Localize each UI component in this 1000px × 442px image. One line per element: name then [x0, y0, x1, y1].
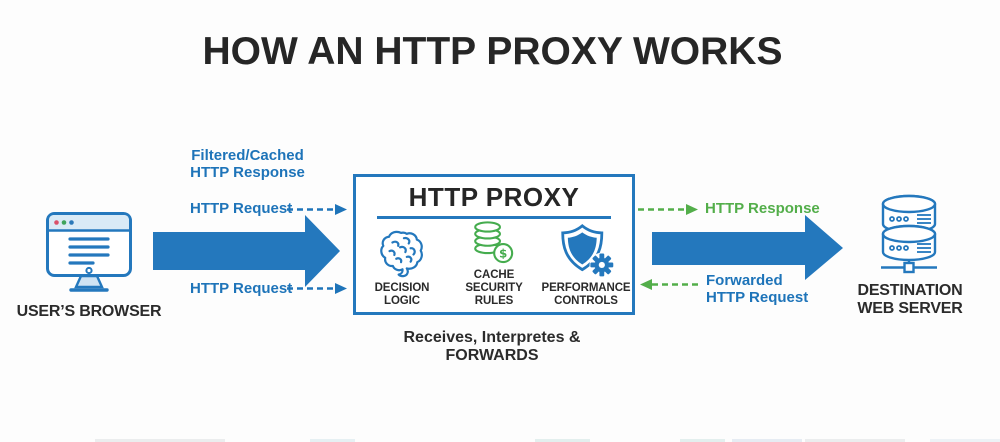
http-request-bottom-dashed-arrow	[287, 283, 347, 294]
diagram-title: HOW AN HTTP PROXY WORKS	[202, 30, 783, 73]
browser-dot-red	[54, 220, 59, 225]
bottom-edge-artifact	[95, 439, 225, 442]
monitor-browser-icon	[46, 212, 132, 292]
bottom-edge-artifact	[732, 439, 802, 442]
users-browser: USER’S BROWSER	[14, 211, 164, 321]
performance-controls-label: PERFORMANCE CONTROLS	[541, 282, 631, 307]
cache-coins-icon: $	[474, 221, 514, 264]
filtered-cached-response-label: Filtered/Cached HTTP Response	[190, 147, 305, 181]
dollar-sign: $	[499, 246, 507, 260]
feature-performance-controls: PERFORMANCE CONTROLS	[540, 221, 632, 317]
brain-icon	[380, 230, 423, 278]
http-response-dashed-arrow	[638, 204, 698, 215]
feature-cache-security-rules: $ CACHE SECURITY RULES	[448, 221, 540, 317]
database-server-icon	[881, 194, 937, 274]
users-browser-label: USER’S BROWSER	[16, 303, 162, 320]
http-response-label: HTTP Response	[705, 200, 820, 217]
forwarded-request-dashed-arrow	[640, 279, 700, 290]
browser-text-lines	[68, 237, 110, 265]
destination-server-label: DESTINATION WEB SERVER	[857, 282, 963, 317]
http-proxy-title: HTTP PROXY	[408, 182, 580, 212]
cache-security-rules-label: CACHE SECURITY RULES	[465, 269, 523, 307]
decision-logic-label: DECISION LOGIC	[374, 282, 430, 307]
feature-decision-logic: DECISION LOGIC	[356, 221, 448, 317]
destination-web-server: DESTINATION WEB SERVER	[830, 192, 990, 318]
proxy-features-row: DECISION LOGIC $ CACHE	[356, 221, 632, 317]
monitor-button	[85, 266, 93, 275]
proxy-to-server-arrow	[652, 215, 843, 280]
browser-toolbar	[49, 215, 129, 230]
monitor-stand	[74, 274, 104, 289]
http-request-top-dashed-arrow	[287, 204, 347, 215]
proxy-caption: Receives, Interpretes & FORWARDS	[403, 329, 581, 364]
gear	[590, 253, 614, 277]
http-request-bottom-label: HTTP Request	[190, 280, 293, 297]
forwarded-request-label: Forwarded HTTP Request	[706, 272, 809, 306]
bottom-edge-artifact	[535, 439, 590, 442]
browser-dot-green	[61, 220, 67, 225]
http-request-top-label: HTTP Request	[190, 200, 293, 217]
shield-gear-icon	[561, 224, 615, 278]
bottom-edge-artifact	[805, 439, 905, 442]
browser-dot-blue	[69, 220, 74, 225]
bottom-edge-artifact	[930, 439, 1000, 442]
bottom-edge-artifact	[310, 439, 355, 442]
proxy-title-underline	[377, 216, 611, 219]
bottom-edge-artifact	[680, 439, 725, 442]
http-proxy-box: HTTP PROXY DECISION	[353, 174, 635, 315]
shield-fill	[567, 232, 597, 265]
browser-to-proxy-arrow	[153, 215, 340, 287]
